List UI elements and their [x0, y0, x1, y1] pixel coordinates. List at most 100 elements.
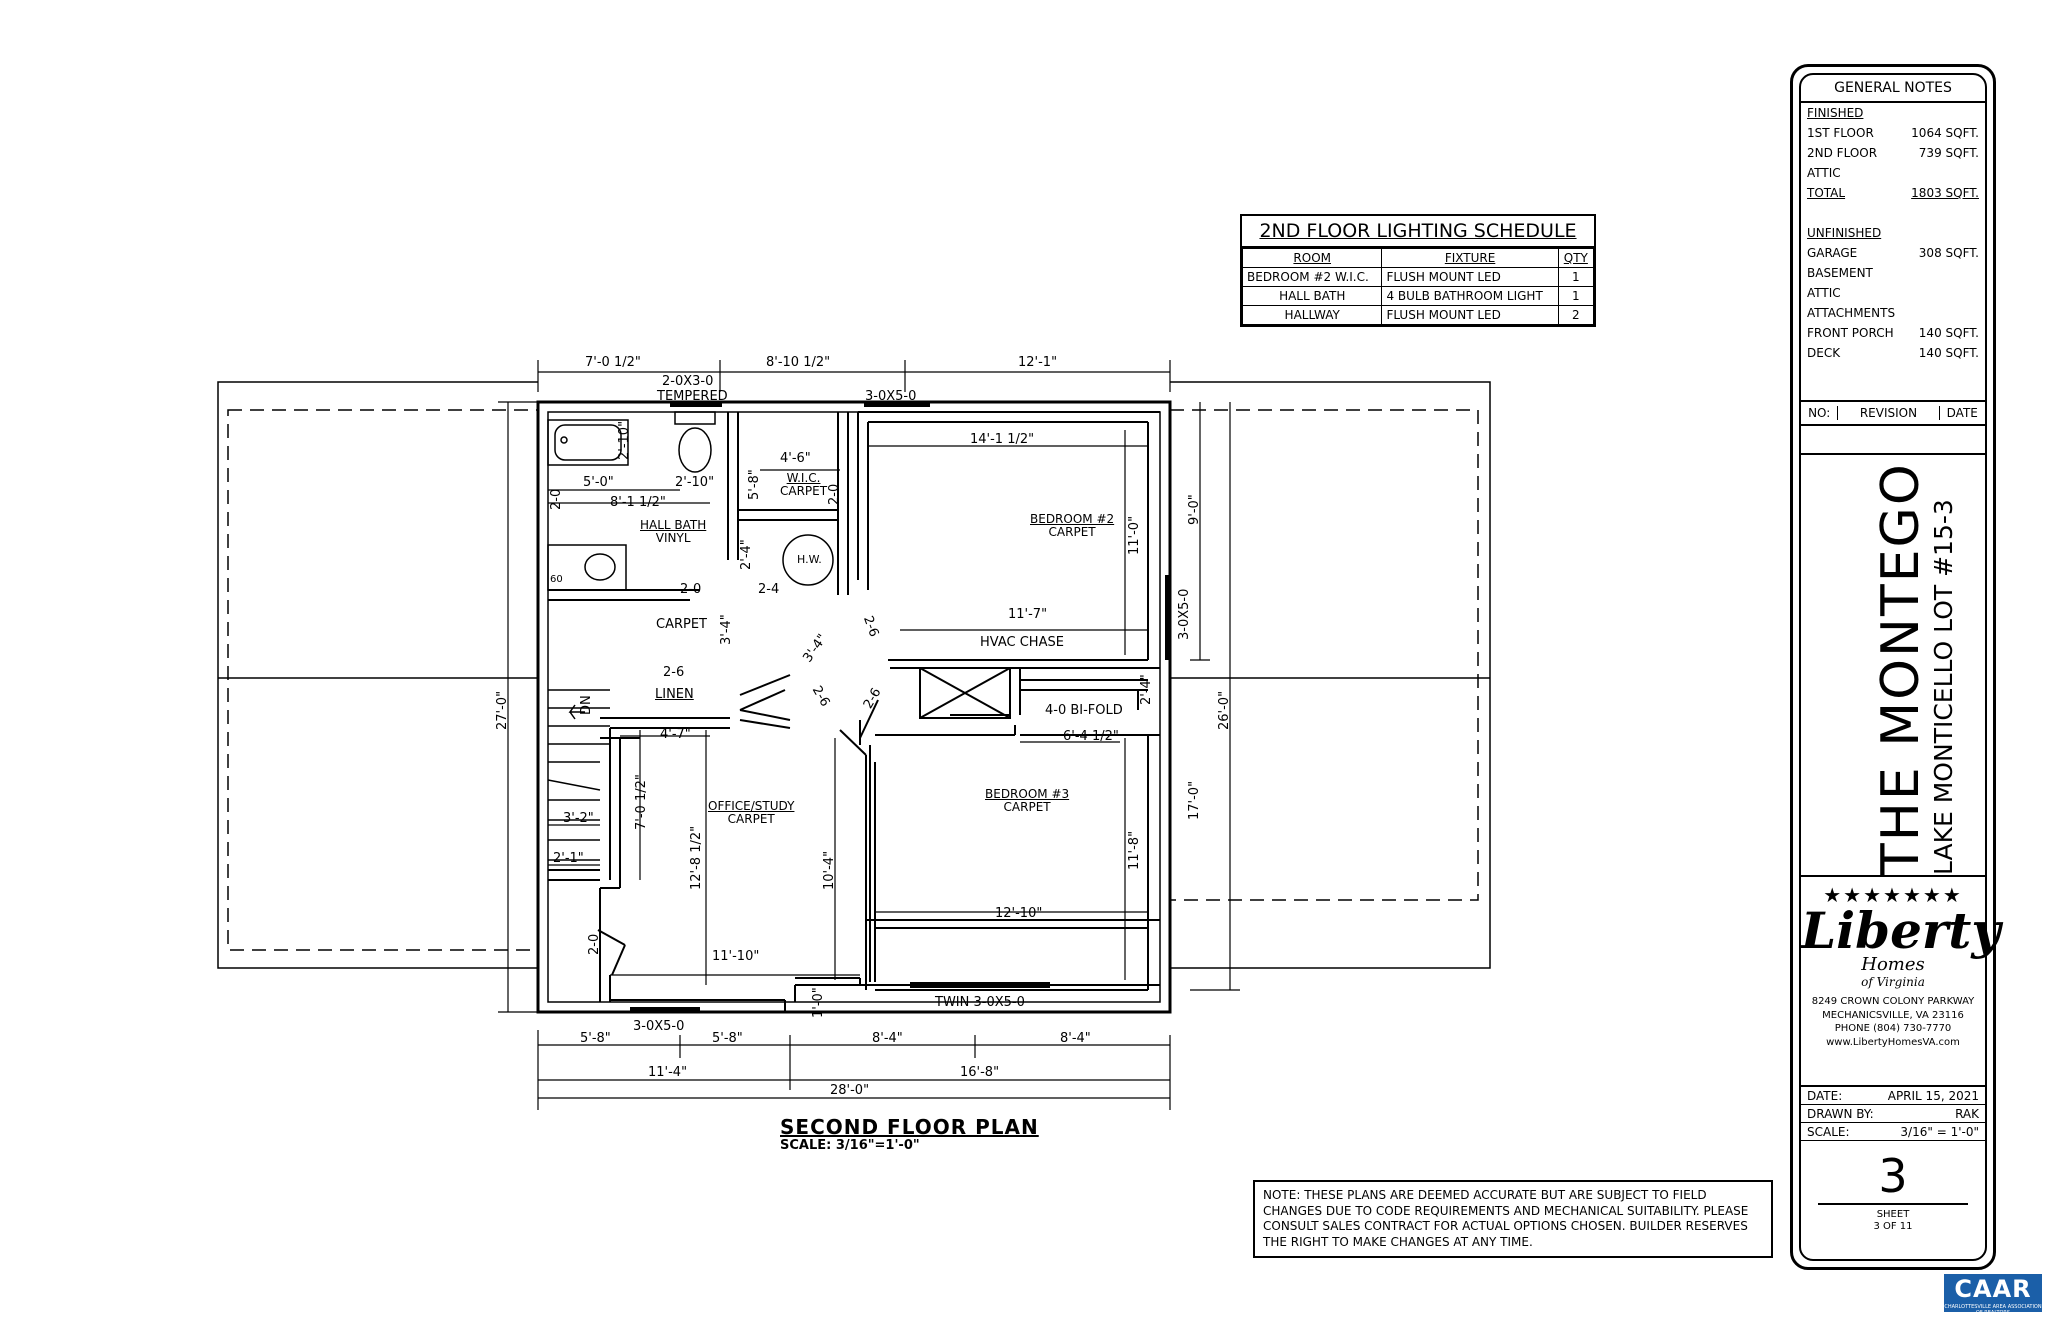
phone-line: PHONE (804) 730-7770	[1834, 1023, 1952, 1034]
table-row: BEDROOM #2 W.I.C. FLUSH MOUNT LED 1	[1241, 267, 1595, 287]
sheet-count: 3 OF 11	[1873, 1221, 1913, 1232]
col-fixture: FIXTURE	[1381, 248, 1559, 268]
meta-date: DATE:APRIL 15, 2021	[1801, 1087, 1985, 1105]
sheet-number: 3	[1818, 1149, 1968, 1205]
dim-8-1: 8'-1 1/2"	[610, 495, 666, 510]
dim-2-1: 2'-1"	[553, 851, 584, 866]
notes-row: ATTIC	[1807, 286, 1841, 300]
rev-date: DATE	[1946, 406, 1978, 420]
lighting-schedule-title: 2ND FLOOR LIGHTING SCHEDULE	[1242, 216, 1594, 248]
caar-logo-subtext: CHARLOTTESVILLE AREA ASSOCIATION OF REAL…	[1944, 1304, 2042, 1316]
dim-bottom-1: 5'-8"	[580, 1031, 611, 1046]
window-bottom-left-label: 3-0X5-0	[633, 1019, 685, 1034]
stairs	[547, 689, 610, 861]
cell-qty: 1	[1557, 286, 1595, 306]
dim-door-2-0: 2-0	[680, 582, 702, 597]
dim-bottom-3: 8'-4"	[872, 1031, 903, 1046]
table-row: HALL BATH 4 BULB BATHROOM LIGHT 1	[1241, 286, 1595, 306]
project-title: THE MONTEGO	[1871, 462, 1931, 875]
plan-title: SECOND FLOOR PLAN	[780, 1115, 1039, 1139]
dim-14-1: 14'-1 1/2"	[970, 432, 1035, 447]
dim-4-6: 4'-6"	[780, 451, 811, 466]
dim-7-0: 7'-0 1/2"	[634, 774, 649, 830]
dim-5-0: 5'-0"	[583, 475, 614, 490]
dim-12-10: 12'-10"	[995, 906, 1043, 921]
address-line: 8249 CROWN COLONY PARKWAY	[1811, 996, 1975, 1007]
hvac-chase	[919, 667, 1011, 719]
dim-5-8-v: 5'-8"	[747, 469, 762, 500]
builder-logo: ★★★★★★★ Liberty Homes of Virginia 8249 C…	[1801, 875, 2001, 1087]
dim-11-8: 11'-8"	[1127, 830, 1142, 870]
builder-address: 8249 CROWN COLONY PARKWAY MECHANICSVILLE…	[1801, 995, 1985, 1049]
cell-qty: 2	[1557, 305, 1595, 325]
notes-finished-heading: FINISHED	[1807, 106, 1864, 120]
meta-scale: SCALE:3/16" = 1'-0"	[1801, 1123, 1985, 1141]
vanity-size-label: 60	[550, 574, 563, 585]
dim-11-0: 11'-0"	[1127, 515, 1142, 555]
table-row: HALLWAY FLUSH MOUNT LED 2	[1241, 305, 1595, 325]
dim-10-4: 10'-4"	[822, 850, 837, 890]
dim-2-0-tub: 2-0	[549, 488, 564, 510]
bifold-door-label: 4-0 BI-FOLD	[1045, 703, 1123, 718]
rev-no: NO:	[1801, 406, 1839, 420]
cell-qty: 1	[1557, 267, 1595, 287]
dim-door-2-4: 2-4	[758, 582, 780, 597]
window-top-left-label: 2-0X3-0	[662, 374, 714, 389]
dim-door-2-6-linen: 2-6	[663, 665, 685, 680]
dim-top-1: 7'-0 1/2"	[585, 355, 641, 370]
cell-room: HALL BATH	[1241, 286, 1383, 306]
window-bottom-right-label: TWIN 3-0X5-0	[935, 995, 1025, 1010]
dim-2-10: 2'-10"	[675, 475, 715, 490]
bath-fixtures	[547, 411, 834, 591]
dim-right-1: 9'-0"	[1187, 494, 1202, 525]
dim-left-total: 27'-0"	[495, 690, 510, 730]
windows	[630, 401, 1171, 1013]
dim-3-4-a: 3'-4"	[719, 614, 734, 645]
dim-4-7: 4'-7"	[660, 727, 691, 742]
logo-homes: Homes	[1861, 954, 1925, 975]
dim-top-3: 12'-1"	[1018, 355, 1058, 370]
general-notes-header: GENERAL NOTES	[1801, 75, 1985, 103]
lighting-schedule: 2ND FLOOR LIGHTING SCHEDULE ROOM FIXTURE…	[1240, 214, 1596, 327]
hvac-chase-label: HVAC CHASE	[980, 635, 1064, 650]
revision-header: NO: REVISION DATE	[1801, 400, 1985, 426]
dim-2-4-v: 2'-4"	[739, 539, 754, 570]
window-top-right-label: 3-0X5-0	[865, 389, 917, 404]
dimension-lines	[498, 360, 1240, 1110]
caar-logo-badge: CAAR CHARLOTTESVILLE AREA ASSOCIATION OF…	[1944, 1274, 2042, 1316]
notes-unfinished-heading: UNFINISHED	[1807, 226, 1882, 240]
lighting-table: ROOM FIXTURE QTY BEDROOM #2 W.I.C. FLUSH…	[1241, 248, 1595, 325]
dim-1-0: 1'-0"	[811, 987, 826, 1018]
col-qty: QTY	[1557, 248, 1595, 268]
room-linen: LINEN	[655, 687, 694, 702]
sheet-number-area: 3 SHEET 3 OF 11	[1801, 1145, 1985, 1260]
dim-bottom-5: 11'-4"	[648, 1065, 688, 1080]
dim-right-2: 17'-0"	[1187, 780, 1202, 820]
stairs-down-label: DN	[579, 695, 594, 715]
logo-of-virginia: of Virginia	[1861, 975, 1925, 989]
project-title-area: THE MONTEGO LAKE MONTICELLO LOT #15-3	[1801, 453, 1985, 877]
cell-fixture: FLUSH MOUNT LED	[1381, 305, 1559, 325]
logo-name: Liberty	[1801, 901, 2001, 960]
dim-11-7: 11'-7"	[1008, 607, 1048, 622]
notes-spacer	[1801, 203, 1985, 223]
website-line: www.LibertyHomesVA.com	[1826, 1036, 1960, 1048]
roof-outline-left	[217, 381, 539, 969]
dim-12-8: 12'-8 1/2"	[689, 825, 704, 890]
exterior-walls	[536, 400, 1172, 1014]
table-header-row: ROOM FIXTURE QTY	[1241, 248, 1595, 268]
dim-bottom-2: 5'-8"	[712, 1031, 743, 1046]
cell-fixture: 4 BULB BATHROOM LIGHT	[1381, 286, 1559, 306]
dim-3-2: 3'-2"	[563, 811, 594, 826]
plan-scale: SCALE: 3/16"=1'-0"	[780, 1138, 920, 1153]
